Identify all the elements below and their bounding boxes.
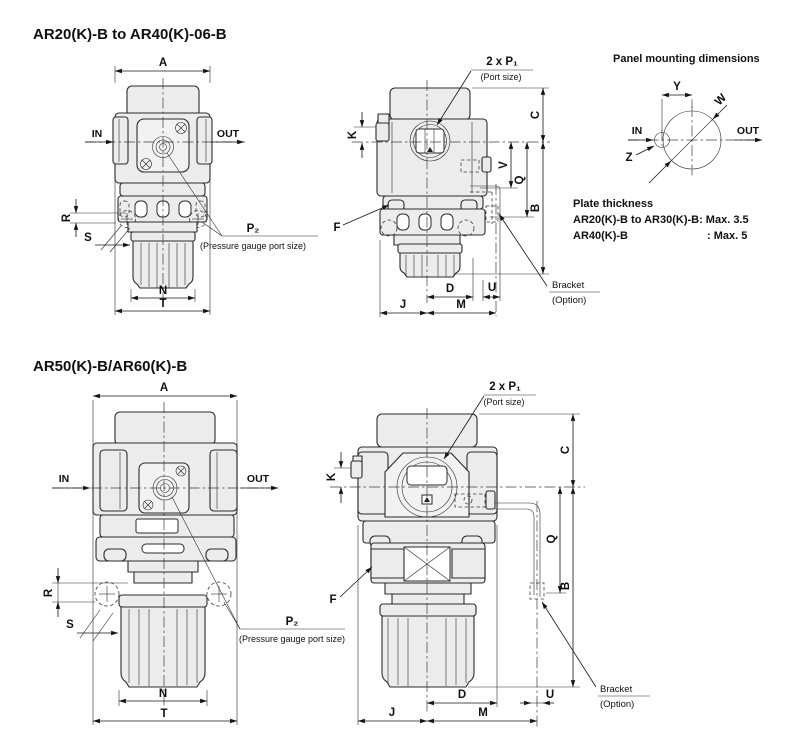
dim-label-u: U — [546, 689, 554, 701]
section2-front-view: A IN OUT R S N T P₂ (Pressure gauge port… — [43, 382, 345, 725]
panel-out-label: OUT — [737, 125, 760, 137]
adjust-knob-front — [120, 606, 206, 688]
dim-label-z: Z — [625, 152, 632, 164]
dim-label-j: J — [389, 707, 395, 719]
plate-thickness-note: Plate thickness AR20(K)-B to AR30(K)-B: … — [573, 198, 749, 242]
dim-label-d: D — [458, 689, 466, 701]
dim-label-k: K — [347, 130, 359, 139]
screw-icon — [142, 465, 187, 511]
p2-note: (Pressure gauge port size) — [239, 634, 345, 644]
out-label: OUT — [247, 473, 270, 485]
dim-label-v: V — [498, 161, 510, 169]
dim-label-r: R — [61, 213, 73, 222]
adjust-knob-side — [381, 615, 475, 688]
dim-label-k: K — [326, 472, 338, 481]
panel-title: Panel mounting dimensions — [613, 53, 760, 65]
dim-label-c: C — [530, 111, 542, 119]
dim-label-q: Q — [546, 534, 558, 543]
section1-title: AR20(K)-B to AR40(K)-06-B — [33, 26, 227, 43]
dim-label-f: F — [329, 594, 336, 606]
panel-mounting-diagram: Panel mounting dimensions IN OUT Y W Z — [613, 53, 763, 184]
dim-label-n: N — [159, 688, 167, 700]
dim-label-f: F — [333, 222, 340, 234]
p2-note: (Pressure gauge port size) — [200, 241, 306, 251]
plate-title: Plate thickness — [573, 198, 653, 210]
dim-label-s: S — [84, 232, 92, 244]
dim-label-b: B — [560, 582, 572, 590]
plate-row2-label: AR40(K)-B — [573, 230, 628, 242]
section2-title: AR50(K)-B/AR60(K)-B — [33, 358, 187, 375]
in-label: IN — [92, 128, 103, 140]
p1-label: 2 x P₁ — [486, 56, 518, 68]
dim-label-a: A — [160, 382, 168, 394]
p2-label: P₂ — [247, 223, 260, 235]
bracket-option — [470, 184, 501, 316]
section1-front-view: A IN OUT R S N T P₂ (Pressure gauge port… — [61, 57, 318, 315]
section1-side-view: Bracket (Option) 2 x P₁ (Port size) K C … — [333, 56, 600, 317]
dim-label-b: B — [530, 204, 542, 212]
side-port-right — [189, 210, 207, 228]
out-label: OUT — [217, 128, 240, 140]
dim-label-m: M — [456, 299, 466, 311]
dim-label-r: R — [43, 588, 55, 597]
bracket-option — [454, 490, 545, 727]
bracket-label: Bracket — [552, 280, 585, 291]
dim-label-n: N — [159, 285, 167, 297]
dim-label-q: Q — [514, 175, 526, 184]
side-port-left — [118, 210, 136, 228]
panel-in-label: IN — [632, 125, 643, 137]
dim-label-t: T — [159, 298, 166, 310]
bracket-note: (Option) — [552, 295, 586, 306]
dim-label-c: C — [560, 446, 572, 454]
p1-note: (Port size) — [483, 397, 524, 407]
dim-label-t: T — [160, 708, 167, 720]
p1-note: (Port size) — [480, 72, 521, 82]
dim-label-s: S — [66, 619, 74, 631]
bracket-label: Bracket — [600, 684, 633, 695]
dim-label-y: Y — [673, 81, 681, 93]
dim-label-u: U — [488, 282, 496, 294]
adjust-knob-side — [399, 252, 461, 278]
in-label: IN — [59, 473, 70, 485]
dim-label-j: J — [400, 299, 406, 311]
dim-label-d: D — [446, 283, 454, 295]
port-circle — [409, 120, 451, 162]
bracket-note: (Option) — [600, 699, 634, 710]
p2-label: P₂ — [286, 616, 299, 628]
plate-row1: AR20(K)-B to AR30(K)-B: Max. 3.5 — [573, 214, 749, 226]
dim-label-m: M — [478, 707, 488, 719]
screw-icon — [140, 122, 187, 170]
section2-side-view: Bracket (Option) 2 x P₁ (Port size) K C … — [326, 381, 650, 727]
p1-label: 2 x P₁ — [489, 381, 521, 393]
plate-row2-value: : Max. 5 — [707, 230, 747, 242]
dim-label-a: A — [159, 57, 167, 69]
